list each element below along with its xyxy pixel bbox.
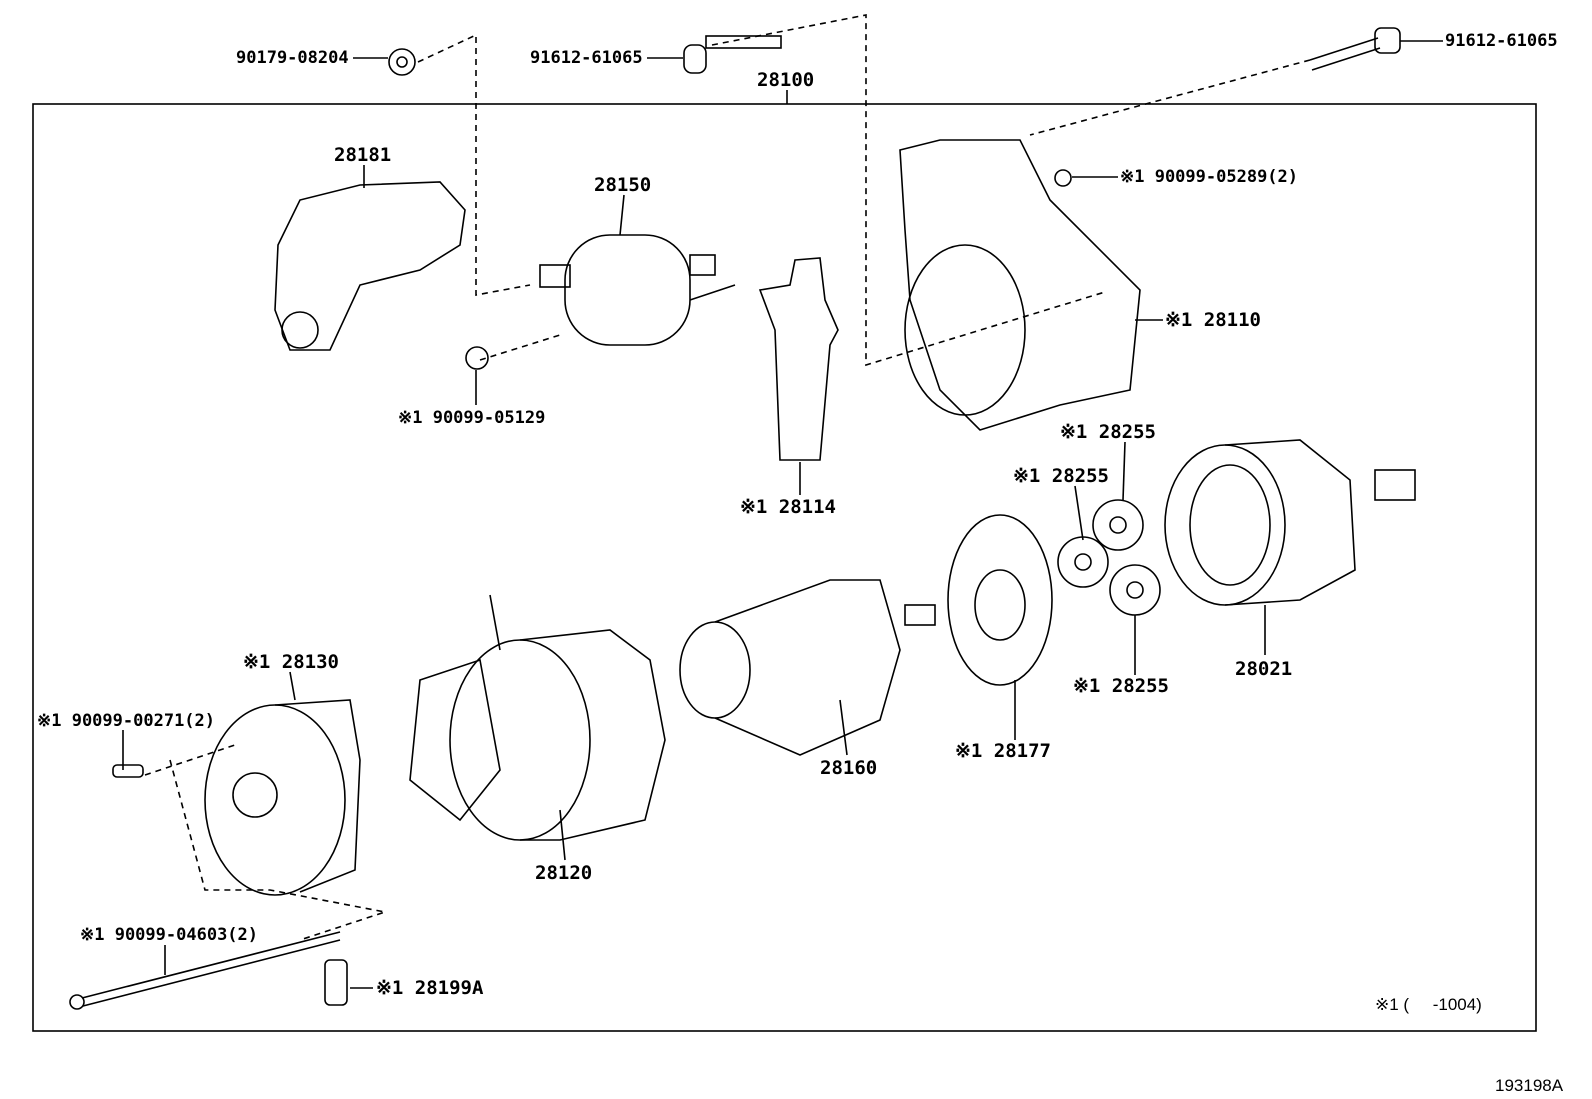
leader-lines bbox=[122, 40, 1443, 989]
callout-28130[interactable]: ※1 28130 bbox=[243, 651, 339, 673]
part-28150-solenoid bbox=[539, 234, 736, 346]
part-bolt-90099-04603 bbox=[69, 931, 341, 1010]
diagram-id: 193198A bbox=[1495, 1076, 1564, 1095]
callout-90099-05129[interactable]: ※1 90099-05129 bbox=[398, 408, 546, 428]
callout-90099-05289[interactable]: ※1 90099-05289(2) bbox=[1120, 167, 1299, 187]
part-28021-clutch bbox=[1164, 439, 1416, 606]
part-28181-cover bbox=[274, 181, 466, 351]
callout-28120[interactable]: 28120 bbox=[535, 862, 593, 884]
applicability-footnote: ※1 ( -1004) bbox=[1375, 995, 1482, 1014]
callout-28255-top[interactable]: ※1 28255 bbox=[1060, 421, 1156, 443]
callout-28255-mid[interactable]: ※1 28255 bbox=[1013, 465, 1109, 487]
callout-28021[interactable]: 28021 bbox=[1235, 658, 1293, 680]
part-bolt-91612-b bbox=[1309, 27, 1401, 71]
part-28130-end-frame bbox=[204, 699, 361, 896]
part-bolt-91612-a bbox=[683, 35, 782, 74]
callout-28150[interactable]: 28150 bbox=[594, 174, 652, 196]
callout-28255-bottom[interactable]: ※1 28255 bbox=[1073, 675, 1169, 697]
callout-28160[interactable]: 28160 bbox=[820, 757, 878, 779]
part-28177-plate bbox=[947, 514, 1053, 686]
callout-90099-04603[interactable]: ※1 90099-04603(2) bbox=[80, 925, 259, 945]
part-28120-yoke bbox=[409, 594, 666, 841]
callout-91612-61065-right[interactable]: 91612-61065 bbox=[1445, 31, 1558, 51]
callout-90099-00271[interactable]: ※1 90099-00271(2) bbox=[37, 711, 216, 731]
dashed-guides bbox=[144, 14, 1311, 941]
callout-28114[interactable]: ※1 28114 bbox=[740, 496, 836, 518]
part-28110-housing bbox=[899, 139, 1141, 431]
part-28199A bbox=[324, 959, 348, 1006]
callout-91612-61065[interactable]: 91612-61065 bbox=[530, 48, 643, 68]
callout-28100[interactable]: 28100 bbox=[757, 69, 815, 91]
part-28114-lever bbox=[758, 257, 839, 461]
part-28160-armature bbox=[679, 579, 936, 756]
part-nut-90099-05129 bbox=[465, 346, 489, 370]
callout-28199A[interactable]: ※1 28199A bbox=[376, 977, 484, 999]
callout-28110[interactable]: ※1 28110 bbox=[1165, 309, 1261, 331]
part-28255-gears bbox=[1057, 499, 1161, 616]
callout-28181[interactable]: 28181 bbox=[334, 144, 392, 166]
part-nut-90179 bbox=[388, 48, 416, 76]
part-screw-90099-00271 bbox=[112, 764, 144, 778]
callout-28177[interactable]: ※1 28177 bbox=[955, 740, 1051, 762]
callout-90179-08204[interactable]: 90179-08204 bbox=[236, 48, 349, 68]
assembly-frame bbox=[32, 103, 1537, 1032]
